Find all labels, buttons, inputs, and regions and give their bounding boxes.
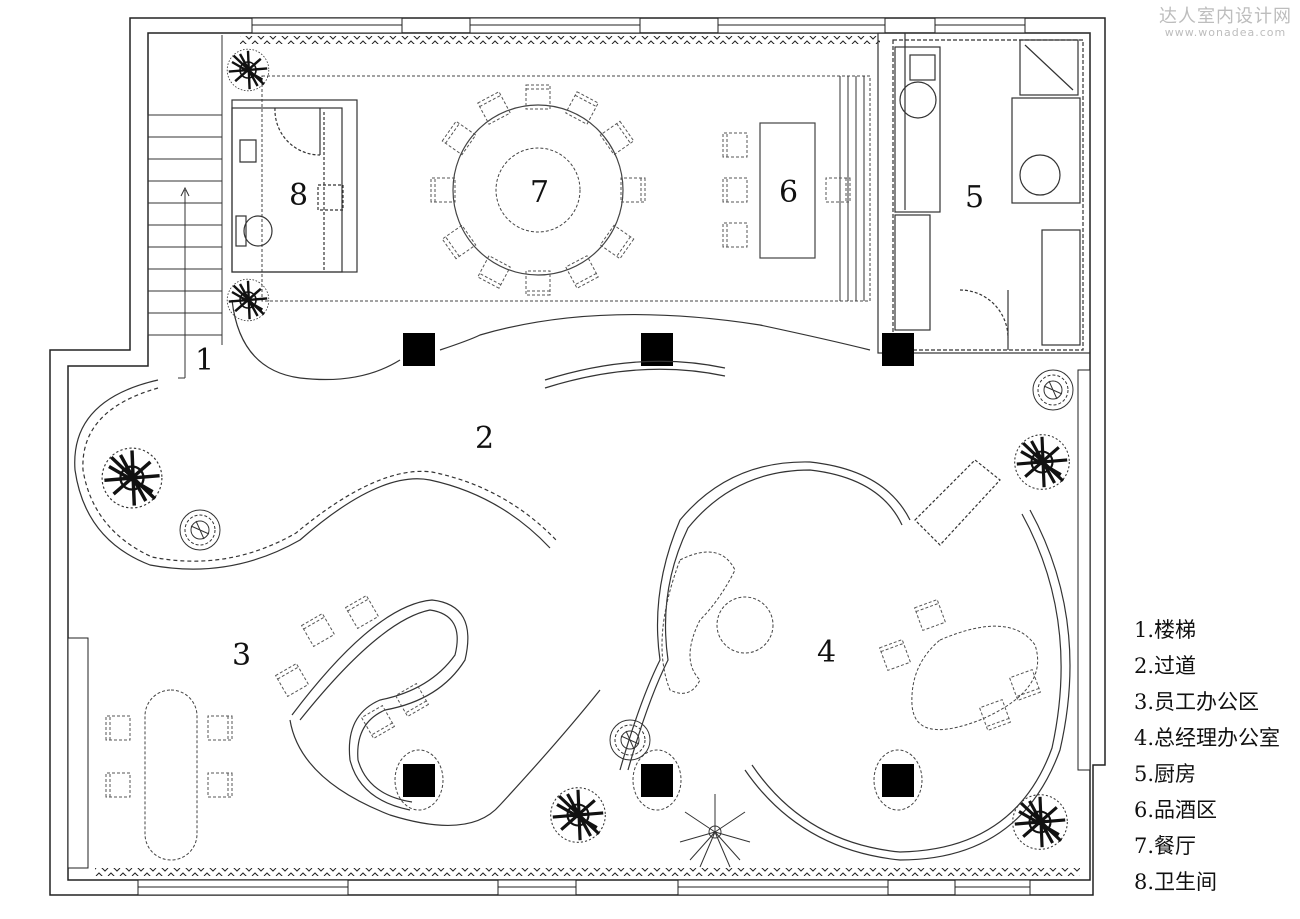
legend-item: 4.总经理办公室 [1134, 726, 1281, 750]
room-legend: 1.楼梯 2.过道 3.员工办公区 4.总经理办公室 5.厨房 6.品酒区 7.… [1134, 612, 1280, 900]
room-labels: 1 2 3 4 5 6 7 8 [195, 175, 984, 673]
kitchen [877, 32, 1091, 354]
columns [403, 333, 914, 797]
legend-item: 8.卫生间 [1134, 870, 1218, 894]
room-number-1: 1 [195, 343, 214, 378]
staff-office-furniture [105, 595, 429, 861]
legend-item: 5.厨房 [1134, 762, 1197, 786]
watermark: 达人室内设计网 www.wonadea.com [1159, 2, 1292, 39]
room-number-6: 6 [779, 175, 798, 210]
restroom [231, 99, 358, 273]
legend-item: 7.餐厅 [1134, 834, 1197, 858]
legend-item: 6.品酒区 [1134, 798, 1218, 822]
manager-office-furniture [661, 551, 1041, 731]
legend-item: 1.楼梯 [1134, 618, 1197, 642]
staircase [147, 35, 223, 379]
curtains [95, 36, 1080, 876]
room-number-5: 5 [965, 180, 984, 215]
windows [67, 17, 1091, 896]
outer-walls [49, 17, 1106, 896]
curved-partitions [74, 299, 1071, 861]
room-number-2: 2 [475, 421, 494, 456]
plants [100, 48, 1074, 868]
watermark-title: 达人室内设计网 [1159, 6, 1292, 27]
room-number-3: 3 [232, 638, 251, 673]
room-number-4: 4 [817, 635, 836, 670]
room-number-8: 8 [289, 178, 308, 213]
room-number-7: 7 [530, 175, 549, 210]
legend-item: 2.过道 [1134, 654, 1197, 678]
watermark-url: www.wonadea.com [1164, 26, 1287, 39]
wine-tasting-table [722, 122, 851, 259]
round-dining-table [430, 84, 646, 296]
dining-zone [261, 75, 871, 302]
legend-item: 3.员工办公区 [1134, 690, 1260, 714]
